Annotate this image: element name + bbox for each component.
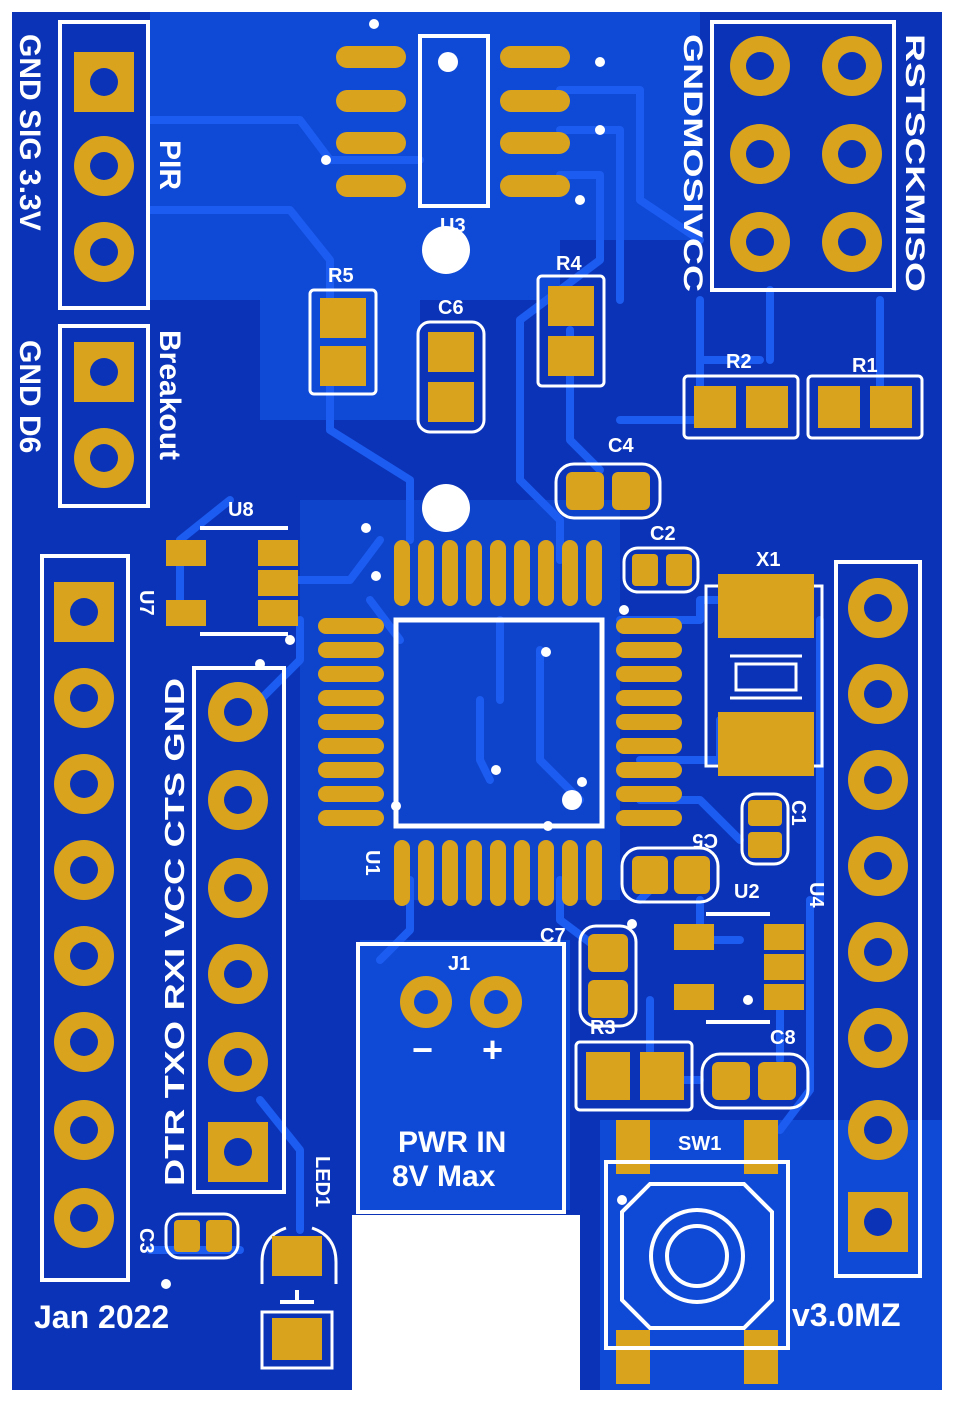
r4-outline	[536, 274, 606, 388]
breakout-label: Breakout	[153, 330, 186, 460]
pir-label: PIR	[153, 140, 186, 190]
vias	[161, 19, 753, 1289]
u1-pads-top	[394, 540, 602, 606]
c3-outline	[164, 1212, 240, 1260]
j1-plus-label: +	[482, 1029, 503, 1070]
u1-pads-bottom	[394, 840, 602, 906]
r2-label: R2	[726, 351, 752, 373]
r1-outline	[806, 374, 924, 440]
pwr-in-label: PWR IN	[398, 1126, 506, 1159]
u1-pads-left	[318, 618, 384, 826]
c8-label: C8	[770, 1027, 796, 1049]
traces	[146, 86, 884, 1254]
j1-minus-label: −	[412, 1029, 433, 1070]
right-header-pads	[848, 578, 908, 1252]
j1-label: J1	[448, 953, 470, 975]
u4-label: U4	[805, 882, 827, 908]
pwr-max-label: 8V Max	[392, 1160, 496, 1193]
r5-label: R5	[328, 265, 354, 287]
copper-pour	[150, 12, 700, 420]
mounting-hole-mid	[422, 484, 470, 532]
u1-body	[393, 617, 605, 829]
led1-label: LED1	[311, 1156, 333, 1207]
u3-outline	[418, 34, 490, 208]
u1-pads-right	[616, 618, 682, 826]
c1-outline	[740, 792, 790, 866]
serial-header-outline	[192, 666, 286, 1194]
u2-label: U2	[734, 881, 760, 903]
r2-outline	[682, 374, 800, 440]
mounting-hole-top	[422, 226, 470, 274]
left-header-outline	[40, 554, 130, 1282]
isp-left-labels: GNDMOSIVCC	[678, 34, 708, 292]
j1-outline	[356, 942, 566, 1214]
version-label: v3.0MZ	[792, 1297, 900, 1333]
r4-label: R4	[556, 253, 582, 275]
x1-label: X1	[756, 549, 780, 571]
left-header-pads	[54, 668, 114, 1248]
c5-label: C5	[692, 829, 718, 851]
c3-label: C3	[135, 1228, 157, 1254]
isp-header-outline	[710, 20, 896, 292]
c2-outline	[622, 546, 700, 594]
serial-header-pads	[208, 682, 268, 1182]
r5-outline	[308, 288, 378, 396]
r3-label: R3	[590, 1017, 616, 1039]
c2-label: C2	[650, 523, 676, 545]
c7-outline	[578, 924, 638, 1028]
isp-right-labels: RSTSCKMISO	[900, 34, 930, 292]
c4-label: C4	[608, 435, 634, 457]
sw1-body[interactable]	[604, 1160, 790, 1350]
c6-label: C6	[438, 297, 464, 319]
r3-outline	[574, 1040, 694, 1112]
c4-outline	[554, 462, 662, 520]
u2-pads	[674, 924, 804, 1010]
serial-pin-labels: DTR TXO RXI VCC CTS GND	[159, 678, 190, 1186]
c5-outline	[620, 846, 720, 904]
c6-outline	[416, 320, 486, 434]
breakout-pin-labels: GND D6	[13, 340, 46, 453]
u8-label: U8	[228, 499, 254, 521]
breakout-header-outline	[58, 324, 150, 508]
u1-label: U1	[361, 850, 383, 876]
c1-label: C1	[787, 800, 809, 826]
pir-header-outline	[58, 20, 150, 310]
u3-pads	[336, 46, 570, 197]
pir-pin-labels: GND SIG 3.3V	[13, 34, 46, 231]
date-label: Jan 2022	[34, 1299, 169, 1335]
u7-label: U7	[135, 590, 157, 616]
r1-label: R1	[852, 355, 878, 377]
c8-outline	[700, 1052, 810, 1110]
c7-label: C7	[540, 925, 566, 947]
right-header-outline	[834, 560, 922, 1278]
sw1-label: SW1	[678, 1133, 721, 1155]
sw1-button[interactable]	[649, 1208, 745, 1304]
isp-pads	[730, 36, 882, 272]
u8-pads	[166, 540, 298, 626]
